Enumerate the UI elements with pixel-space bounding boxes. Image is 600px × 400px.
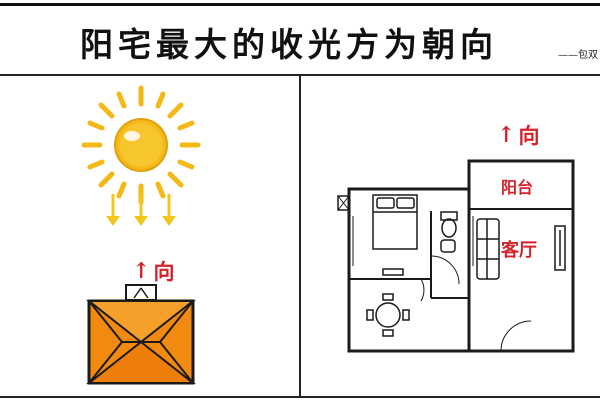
bottom-border bbox=[0, 396, 600, 398]
arrow-down-icon bbox=[162, 194, 176, 226]
sun-icon bbox=[81, 85, 201, 205]
arrow-down-icon bbox=[106, 194, 120, 226]
page-title: 阳宅最大的收光方为朝向 bbox=[80, 25, 498, 64]
arrow-up-icon: ↑ bbox=[497, 122, 516, 148]
sofa-icon bbox=[476, 218, 500, 280]
room-label-living-room: 客厅 bbox=[501, 240, 537, 261]
tv-icon bbox=[554, 225, 566, 271]
floor-plan bbox=[337, 159, 575, 353]
house-icon bbox=[86, 284, 196, 385]
orientation-text: 向 bbox=[518, 123, 540, 148]
title-divider bbox=[0, 74, 600, 76]
toilet-icon bbox=[440, 211, 458, 253]
title-bar: 阳宅最大的收光方为朝向 ——包双 bbox=[0, 6, 600, 76]
sunlight-arrows bbox=[106, 194, 176, 226]
bed-icon bbox=[372, 194, 418, 276]
plan-orientation-label: ↑ 向 bbox=[497, 120, 539, 150]
top-border bbox=[0, 3, 600, 6]
orientation-text: 向 bbox=[153, 259, 175, 284]
dining-table-icon bbox=[366, 293, 410, 337]
floor-plan-panel: ↑ 向 阳台 客厅 bbox=[301, 76, 600, 394]
panel-divider bbox=[299, 76, 301, 396]
author-signature: ——包双 bbox=[558, 50, 598, 61]
arrow-down-icon bbox=[134, 194, 148, 226]
house-orientation-label: ↑ 向 bbox=[132, 256, 174, 286]
arrow-up-icon: ↑ bbox=[132, 258, 151, 284]
sun-orientation-panel: ↑ 向 bbox=[0, 76, 299, 394]
room-label-balcony: 阳台 bbox=[501, 178, 534, 197]
